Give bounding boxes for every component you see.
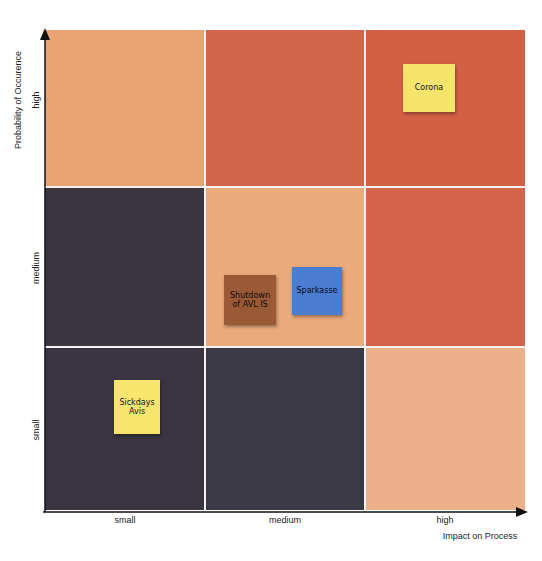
matrix-cell <box>205 30 365 187</box>
matrix-cell <box>205 187 365 347</box>
axis-tick-label: high <box>436 515 453 525</box>
axis-title: Impact on Process <box>443 531 518 541</box>
axis-tick-label: medium <box>269 515 301 525</box>
matrix-cell <box>365 187 525 347</box>
axes <box>40 28 528 517</box>
matrix-cell <box>45 187 205 347</box>
matrix-cell <box>45 30 205 187</box>
sticky-note: Sickdays Avis <box>114 380 160 434</box>
note-text: Sickdays Avis <box>114 395 160 419</box>
matrix-cell <box>45 347 205 510</box>
axis-tick-label: medium <box>31 252 41 284</box>
matrix-cell <box>365 30 525 187</box>
grid-lines <box>45 30 525 510</box>
axis-title: Probability of Occurence <box>13 51 23 149</box>
matrix-cell <box>365 347 525 510</box>
axis-tick-label: high <box>31 91 41 108</box>
matrix-cell <box>205 347 365 510</box>
axis-tick-label: small <box>31 419 41 440</box>
sticky-note: Shutdown of AVL IS <box>224 275 276 325</box>
sticky-note: Corona <box>403 64 455 112</box>
axis-tick-label: small <box>114 515 135 525</box>
note-text: Corona <box>412 80 446 95</box>
sticky-note: Sparkasse <box>292 267 342 315</box>
note-text: Shutdown of AVL IS <box>224 288 276 312</box>
note-text: Sparkasse <box>294 283 341 298</box>
